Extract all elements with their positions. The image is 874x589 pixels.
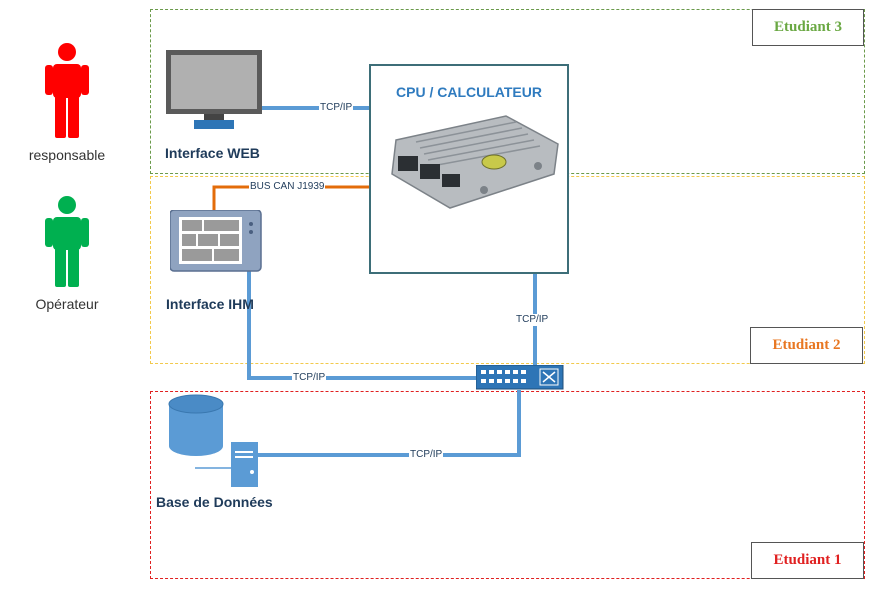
interface-ihm-label: Interface IHM [166,296,254,312]
hmi-tablet-icon [170,210,262,272]
link-db-switch-label: TCP/IP [409,449,444,461]
cpu-calculateur-title: CPU / CALCULATEUR [396,84,542,100]
zone-3-label: Etudiant 3 [752,9,864,46]
ecu-controller-icon [391,115,559,209]
zone-2-label: Etudiant 2 [750,327,863,364]
link-can-bus-label: BUS CAN J1939 [249,181,326,193]
zone-1-label: Etudiant 1 [751,542,864,579]
zone-etudiant-1 [150,391,865,579]
responsable-label: responsable [28,147,106,163]
link-ihm-switch-line [247,268,478,380]
operateur-person-icon [45,196,89,287]
operateur-label: Opérateur [35,296,99,312]
responsable-person-icon [45,43,89,138]
server-icon [195,442,258,487]
interface-web-label: Interface WEB [165,145,260,161]
link-web-cpu-label: TCP/IP [319,102,354,114]
link-ihm-switch-label: TCP/IP [292,372,327,384]
database-cylinder-icon [168,394,224,456]
monitor-icon [166,50,262,129]
link-cpu-switch-label: TCP/IP [515,314,550,326]
link-db-switch-line [258,390,521,457]
base-de-donnees-label: Base de Données [156,494,273,510]
network-switch-icon [476,365,564,390]
